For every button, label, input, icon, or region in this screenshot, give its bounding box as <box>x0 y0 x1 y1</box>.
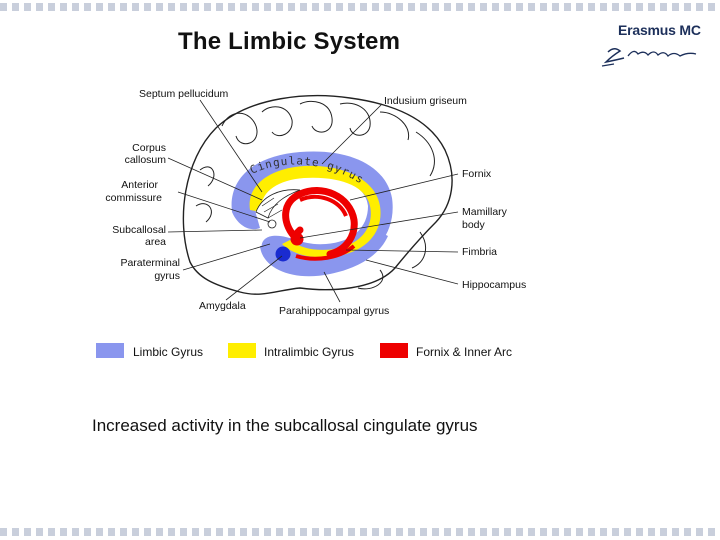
label-septum-pellucidum: Septum pellucidum <box>139 88 229 100</box>
label-mamillary-body-1: Mamillary <box>462 206 507 218</box>
leader-lines <box>167 99 459 303</box>
label-anterior-commissure-2: commissure <box>105 192 162 204</box>
label-anterior-commissure-1: Anterior <box>121 179 158 191</box>
label-corpus-callosum-2: callosum <box>124 154 166 166</box>
slide-title: The Limbic System <box>178 28 401 55</box>
legend-label: Limbic Gyrus <box>133 345 204 359</box>
legend-label: Fornix & Inner Arc <box>416 345 513 359</box>
label-corpus-callosum-1: Corpus <box>132 142 166 154</box>
label-paraterminal-gyrus-1: Paraterminal <box>120 257 180 269</box>
bottom-dotted-border <box>0 528 720 536</box>
legend-swatch-intralimbic <box>228 343 256 358</box>
signature-icon <box>601 48 697 67</box>
label-fornix: Fornix <box>462 168 492 180</box>
legend-swatch-fornix <box>380 343 408 358</box>
top-dotted-border <box>0 3 720 11</box>
legend-swatch-limbic <box>96 343 124 358</box>
brain-outline <box>182 94 453 295</box>
legend-label: Intralimbic Gyrus <box>264 345 355 359</box>
label-subcallosal-area-1: Subcallosal <box>112 224 166 236</box>
label-mamillary-body-2: body <box>462 219 485 231</box>
label-paraterminal-gyrus-2: gyrus <box>154 270 180 282</box>
label-indusium-griseum: Indusium griseum <box>384 95 467 107</box>
logo-text: Erasmus MC <box>618 22 701 38</box>
label-parahippocampal-gyrus: Parahippocampal gyrus <box>279 305 390 317</box>
label-amygdala: Amygdala <box>199 300 246 312</box>
mamillary-body <box>290 232 304 246</box>
label-fimbria: Fimbria <box>462 246 498 258</box>
slide-caption: Increased activity in the subcallosal ci… <box>92 416 478 435</box>
label-subcallosal-area-2: area <box>144 236 166 248</box>
label-hippocampus: Hippocampus <box>462 279 527 291</box>
erasmus-mc-logo: Erasmus MC <box>600 22 710 72</box>
